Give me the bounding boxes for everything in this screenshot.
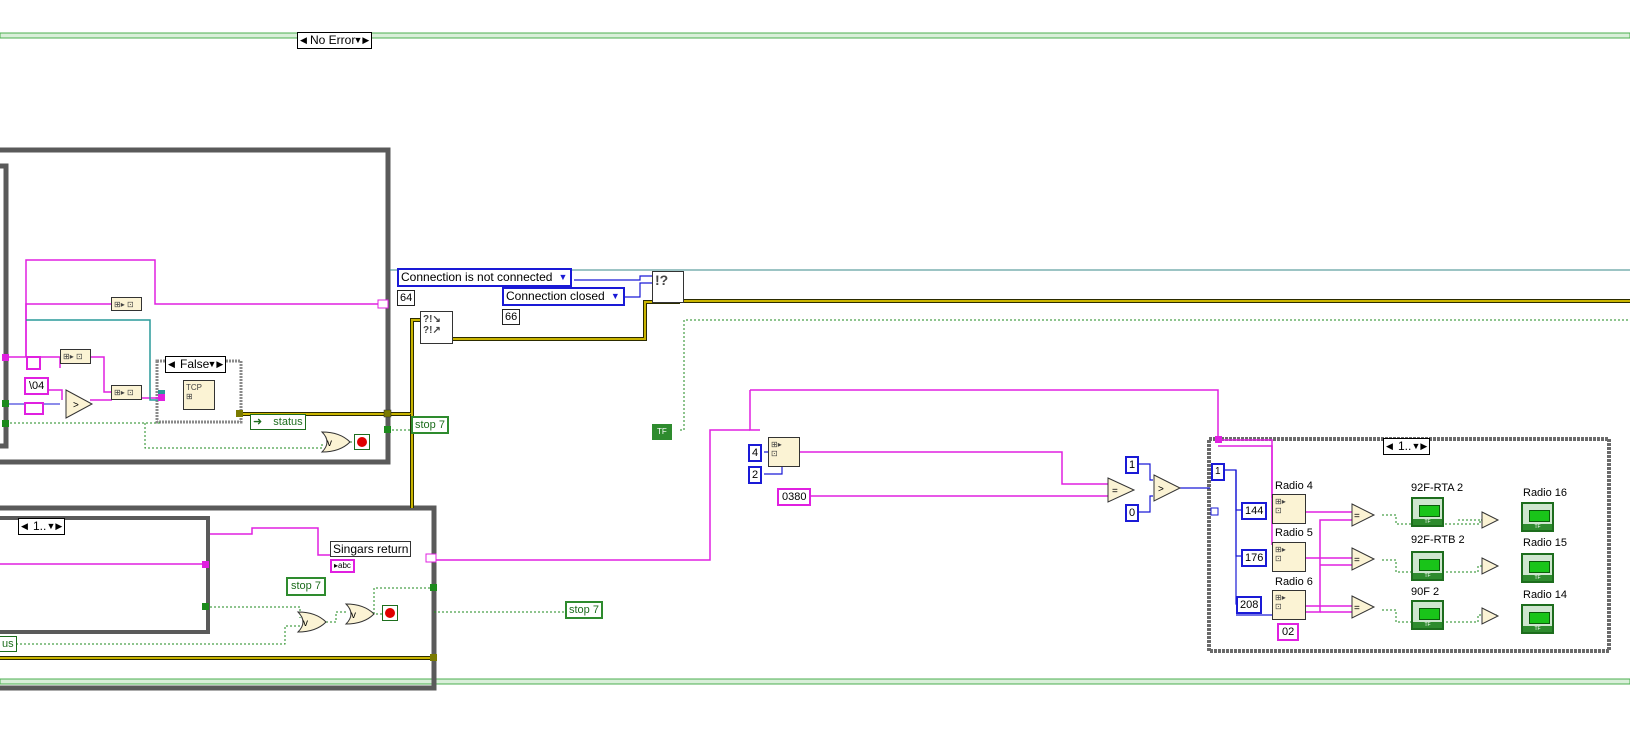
or-gate-2 <box>296 611 327 633</box>
number-66[interactable]: 66 <box>502 309 521 325</box>
inner-loop-edge <box>0 163 9 449</box>
case-dropdown-icon[interactable]: ▼▶ <box>1411 441 1428 451</box>
while-loop-2-frame <box>0 505 437 691</box>
singars-return-indicator: ▸abc <box>330 559 355 573</box>
case-prev-icon[interactable]: ◀ <box>300 35 307 45</box>
number-0[interactable]: 0 <box>1125 504 1140 522</box>
radio16-led-indicator: TF <box>1521 502 1554 532</box>
rtb-label: 92F-RTB 2 <box>1411 534 1465 546</box>
number-4[interactable]: 4 <box>748 444 763 462</box>
enum-connection-not-connected[interactable]: Connection is not connected ▼ <box>397 268 573 287</box>
case-selector-label: No Error <box>310 33 356 47</box>
radio16-label: Radio 16 <box>1523 487 1568 499</box>
number-64[interactable]: 64 <box>397 290 416 306</box>
f90-label: 90F 2 <box>1411 586 1440 598</box>
rtb-led-indicator: TF <box>1411 551 1444 581</box>
string-0380-constant[interactable]: 0380 <box>777 488 812 506</box>
singars-return-label: Singars return <box>330 541 412 557</box>
stop7-indicator-a: stop 7 <box>411 416 449 434</box>
radio6-label: Radio 6 <box>1275 576 1313 588</box>
bundle-node-3[interactable]: ⊞▸ ⊡ <box>111 385 142 400</box>
arrow-right-icon: ➜ <box>253 416 263 428</box>
svg-text:=: = <box>1112 486 1118 497</box>
case-dropdown-icon[interactable]: ▼▶ <box>353 35 370 45</box>
svg-text:>: > <box>1158 484 1164 495</box>
bundle-node-1[interactable]: ⊞▸ ⊡ <box>111 297 142 311</box>
radio14-led-indicator: TF <box>1521 604 1554 634</box>
bundle-node-2[interactable]: ⊞▸ ⊡ <box>60 349 91 364</box>
svg-text:=: = <box>1354 603 1360 614</box>
radio4-label: Radio 4 <box>1275 480 1313 492</box>
string-constant-icon <box>26 356 41 370</box>
rta-label: 92F-RTA 2 <box>1411 482 1464 494</box>
case-dropdown-icon[interactable]: ▼▶ <box>46 521 63 531</box>
outer-structure-top-border <box>0 32 1630 39</box>
loop-stop-terminal-2 <box>382 605 398 621</box>
select-node <box>65 389 94 419</box>
string-02-constant[interactable]: 02 <box>1277 623 1300 641</box>
radio4-subset-node[interactable]: ⊞▸⊡ <box>1272 494 1306 524</box>
number-1-a[interactable]: 1 <box>1125 456 1140 474</box>
equal-node <box>1107 477 1136 503</box>
not-node-b <box>1481 557 1500 575</box>
svg-text:v: v <box>303 618 308 629</box>
svg-text:=: = <box>1354 555 1360 566</box>
radio15-led-indicator: TF <box>1521 553 1554 583</box>
equal-node-a <box>1351 503 1376 527</box>
number-1-b[interactable]: 1 <box>1211 463 1225 481</box>
not-node-a <box>1481 511 1500 529</box>
case-prev-icon[interactable]: ◀ <box>21 521 28 531</box>
select-node-2 <box>1153 474 1182 502</box>
tcp-write-node[interactable]: TCP⊞ <box>183 380 215 410</box>
or-gate-3 <box>344 603 375 625</box>
case-dropdown-icon[interactable]: ▼▶ <box>207 359 224 369</box>
stop7-control[interactable]: stop 7 <box>286 577 326 596</box>
rta-led-indicator: TF <box>1411 497 1444 527</box>
number-2[interactable]: 2 <box>748 466 763 484</box>
status-partial-node[interactable]: us <box>0 636 17 652</box>
stop7-indicator-b: stop 7 <box>565 601 603 619</box>
unbundle-status-node[interactable]: ➜ status <box>250 414 306 430</box>
svg-text:=: = <box>1354 511 1360 522</box>
string-constant-small[interactable] <box>24 402 44 415</box>
case-selector-no-error[interactable]: ◀ No Error ▼▶ <box>297 32 373 49</box>
case-selector-lower[interactable]: ◀ 1.. ▼▶ <box>18 518 66 535</box>
case-prev-icon[interactable]: ◀ <box>168 359 175 369</box>
outer-structure-bottom-border <box>0 678 1630 685</box>
string-subset-node[interactable]: ⊞▸⊡ <box>768 437 800 467</box>
enum-connection-closed[interactable]: Connection closed ▼ <box>502 287 625 306</box>
error-question-node[interactable]: ?!↘?!↗ <box>420 311 453 344</box>
error-clear-node[interactable]: !? <box>652 271 684 303</box>
loop-stop-terminal-1 <box>354 434 370 450</box>
radio14-label: Radio 14 <box>1523 589 1568 601</box>
case-selector-false[interactable]: ◀ False ▼▶ <box>165 356 227 373</box>
not-node-c <box>1481 607 1500 625</box>
svg-text:v: v <box>327 438 332 449</box>
radio15-label: Radio 15 <box>1523 537 1568 549</box>
lower-case-frame <box>0 516 210 634</box>
number-176[interactable]: 176 <box>1241 549 1268 567</box>
f90-led-indicator: TF <box>1411 600 1444 630</box>
tunnels <box>2 299 1222 661</box>
case-selector-right[interactable]: ◀ 1.. ▼▶ <box>1383 438 1431 455</box>
svg-text:>: > <box>73 400 79 411</box>
radio5-label: Radio 5 <box>1275 527 1313 539</box>
radio6-subset-node[interactable]: ⊞▸⊡ <box>1272 590 1306 620</box>
or-gate-1 <box>320 431 351 453</box>
number-208[interactable]: 208 <box>1236 596 1263 614</box>
enum-dropdown-icon[interactable]: ▼ <box>558 272 568 282</box>
true-false-constant[interactable]: TF <box>652 424 672 440</box>
equal-node-b <box>1351 547 1376 571</box>
hex04-constant[interactable]: \04 <box>24 377 50 395</box>
enum-dropdown-icon[interactable]: ▼ <box>610 291 620 301</box>
radio5-subset-node[interactable]: ⊞▸⊡ <box>1272 542 1306 572</box>
number-144[interactable]: 144 <box>1241 502 1268 520</box>
svg-text:v: v <box>351 610 356 621</box>
equal-node-c <box>1351 595 1376 619</box>
case-prev-icon[interactable]: ◀ <box>1386 441 1393 451</box>
